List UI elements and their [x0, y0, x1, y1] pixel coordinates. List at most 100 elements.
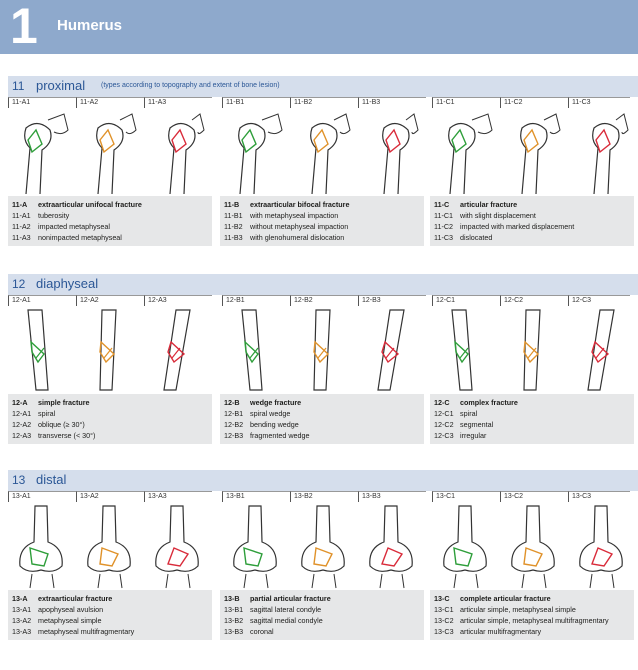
- subtype-code: 11-B3: [224, 232, 250, 243]
- fracture-illustration: [144, 504, 210, 589]
- section-number: 11: [12, 79, 24, 93]
- group-code: 13-C: [434, 593, 460, 604]
- subtype-label: spiral: [460, 408, 477, 419]
- fracture-illustration: [8, 308, 74, 393]
- classification-code: 11-C2: [500, 97, 568, 108]
- group-heading: 11-B extraarticular bifocal fracture: [224, 199, 420, 210]
- group-code: 12-A: [12, 397, 38, 408]
- subtype-label: transverse (< 30°): [38, 430, 95, 441]
- subtype-line: 11-C1 with slight displacement: [434, 210, 630, 221]
- section-name: distal: [36, 472, 66, 487]
- classification-code: 12-A3: [144, 295, 212, 306]
- fracture-illustration: [8, 110, 74, 195]
- subtype-line: 11-C2 impacted with marked displacement: [434, 221, 630, 232]
- section-header: 13 distal: [8, 470, 638, 491]
- subtype-label: spiral: [38, 408, 55, 419]
- subtype-code: 13-C3: [434, 626, 460, 637]
- section-header: 11 proximal (types according to topograp…: [8, 76, 638, 97]
- group-heading: 11-A extraarticular unifocal fracture: [12, 199, 208, 210]
- subtype-line: 13-C1 articular simple, metaphyseal simp…: [434, 604, 630, 615]
- subtype-label: coronal: [250, 626, 274, 637]
- subtype-code: 13-A2: [12, 615, 38, 626]
- subtype-label: irregular: [460, 430, 486, 441]
- group-heading: 13-C complete articular fracture: [434, 593, 630, 604]
- subtype-label: without metaphyseal impaction: [250, 221, 348, 232]
- classification-code: 13-C2: [500, 491, 568, 502]
- subtype-line: 11-B3 with glenohumeral dislocation: [224, 232, 420, 243]
- subtype-code: 11-C2: [434, 221, 460, 232]
- subtype-label: articular simple, metaphyseal multifragm…: [460, 615, 609, 626]
- section-number: 13: [12, 473, 25, 487]
- subtype-code: 12-C1: [434, 408, 460, 419]
- subtype-code: 12-C2: [434, 419, 460, 430]
- subtype-label: apophyseal avulsion: [38, 604, 103, 615]
- classification-code: 13-A2: [76, 491, 144, 502]
- group-description: 11-C articular fracture 11-C1 with sligh…: [430, 196, 634, 246]
- subtype-code: 12-B2: [224, 419, 250, 430]
- subtype-label: with glenohumeral dislocation: [250, 232, 344, 243]
- group-code: 13-B: [224, 593, 250, 604]
- fracture-illustration: [358, 308, 424, 393]
- subtype-label: fragmented wedge: [250, 430, 310, 441]
- fracture-illustration: [144, 110, 210, 195]
- group-description: 11-B extraarticular bifocal fracture 11-…: [220, 196, 424, 246]
- subtype-code: 11-A2: [12, 221, 38, 232]
- fracture-illustration: [144, 308, 210, 393]
- subtype-label: with slight displacement: [460, 210, 536, 221]
- subtype-line: 11-B1 with metaphyseal impaction: [224, 210, 420, 221]
- fracture-illustration: [500, 110, 566, 195]
- chapter-title: Humerus: [57, 17, 122, 34]
- fracture-illustration: [432, 110, 498, 195]
- subtype-code: 11-A1: [12, 210, 38, 221]
- subtype-label: impacted with marked displacement: [460, 221, 574, 232]
- section-header: 12 diaphyseal: [8, 274, 638, 295]
- classification-code: 11-C3: [568, 97, 630, 108]
- subtype-line: 12-A3 transverse (< 30°): [12, 430, 208, 441]
- subtype-line: 13-A2 metaphyseal simple: [12, 615, 208, 626]
- group-title: extraarticular unifocal fracture: [38, 199, 142, 210]
- subtype-line: 12-C2 segmental: [434, 419, 630, 430]
- subtype-code: 13-C2: [434, 615, 460, 626]
- classification-code: 12-B1: [222, 295, 290, 306]
- classification-code: 12-A2: [76, 295, 144, 306]
- group-description: 13-B partial articular fracture 13-B1 sa…: [220, 590, 424, 640]
- subtype-label: bending wedge: [250, 419, 299, 430]
- subtype-code: 12-B3: [224, 430, 250, 441]
- subtype-code: 11-A3: [12, 232, 38, 243]
- classification-code: 13-C1: [432, 491, 500, 502]
- classification-code: 11-A2: [76, 97, 144, 108]
- group-title: complete articular fracture: [460, 593, 551, 604]
- classification-code: 12-B2: [290, 295, 358, 306]
- chapter-number: 1: [10, 0, 38, 54]
- subtype-code: 13-B1: [224, 604, 250, 615]
- subtype-line: 13-C2 articular simple, metaphyseal mult…: [434, 615, 630, 626]
- subtype-label: segmental: [460, 419, 493, 430]
- subtype-label: tuberosity: [38, 210, 69, 221]
- subtype-label: spiral wedge: [250, 408, 290, 419]
- subtype-label: nonimpacted metaphyseal: [38, 232, 122, 243]
- illustration-row: [8, 504, 638, 589]
- illustration-row: [8, 110, 638, 195]
- group-code: 12-C: [434, 397, 460, 408]
- classification-code: 12-A1: [8, 295, 76, 306]
- group-code: 11-A: [12, 199, 38, 210]
- group-description: 12-B wedge fracture 12-B1 spiral wedge 1…: [220, 394, 424, 444]
- subtype-label: metaphyseal simple: [38, 615, 102, 626]
- group-title: extraarticular bifocal fracture: [250, 199, 349, 210]
- fracture-illustration: [290, 308, 356, 393]
- classification-code: 11-B3: [358, 97, 426, 108]
- fracture-illustration: [358, 504, 424, 589]
- subtype-line: 12-A1 spiral: [12, 408, 208, 419]
- subtype-code: 13-A1: [12, 604, 38, 615]
- group-title: partial articular fracture: [250, 593, 331, 604]
- classification-code: 12-C2: [500, 295, 568, 306]
- group-title: extraarticular fracture: [38, 593, 112, 604]
- subtype-line: 13-A1 apophyseal avulsion: [12, 604, 208, 615]
- subtype-label: impacted metaphyseal: [38, 221, 110, 232]
- subtype-line: 13-B3 coronal: [224, 626, 420, 637]
- subtype-label: articular multifragmentary: [460, 626, 541, 637]
